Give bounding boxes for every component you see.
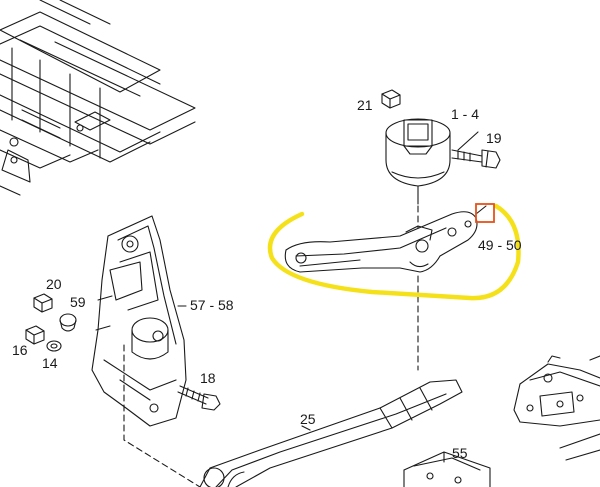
callout-14: 14 — [42, 355, 58, 371]
callout-55: 55 — [452, 445, 468, 461]
mount-bracket — [284, 211, 478, 273]
engine-mount — [385, 118, 451, 205]
highlight-mark — [267, 203, 521, 301]
bushing-59 — [59, 313, 77, 332]
callout-59: 59 — [70, 294, 86, 310]
callout-49-50: 49 - 50 — [478, 237, 522, 253]
callout-25: 25 — [300, 411, 316, 427]
leader-49-50 — [475, 205, 487, 215]
callout-21: 21 — [357, 97, 373, 113]
marker-square — [475, 203, 495, 223]
callout-1-4: 1 - 4 — [451, 106, 480, 122]
side-bracket — [513, 355, 600, 461]
leader-25 — [301, 425, 311, 431]
bolt-19 — [451, 149, 501, 169]
spring-hanger — [91, 215, 187, 427]
leader-1-4 — [457, 131, 479, 151]
nut-16 — [25, 325, 45, 345]
callout-57-58: 57 - 58 — [190, 297, 234, 313]
callout-18: 18 — [200, 370, 216, 386]
washer-14 — [46, 340, 62, 352]
bolt-18 — [177, 385, 221, 411]
nut-20 — [33, 293, 53, 313]
vehicle-frame — [0, 0, 196, 196]
callout-16: 16 — [12, 342, 28, 358]
callout-20: 20 — [46, 276, 62, 292]
alignment-lines — [123, 205, 419, 487]
leaf-spring — [199, 379, 463, 487]
nut-21 — [381, 89, 401, 109]
callout-19: 19 — [486, 130, 502, 146]
plate-55 — [403, 451, 491, 487]
